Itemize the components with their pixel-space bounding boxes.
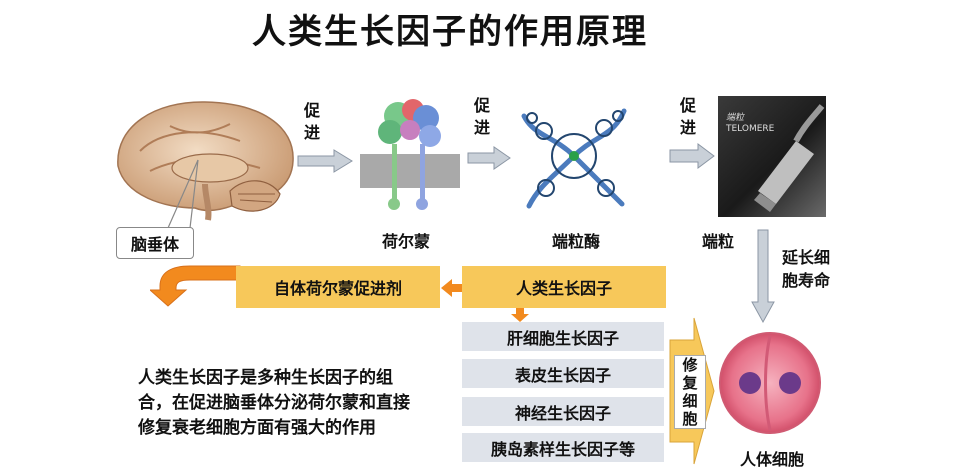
promote-label-3: 促进 (679, 96, 696, 137)
telomerase-image (521, 108, 627, 209)
human-growth-factor-box: 人类生长因子 (462, 266, 666, 308)
self-hormone-promoter-box: 自体荷尔蒙促进剂 (236, 266, 440, 308)
human-cell-image (719, 332, 821, 434)
description-text: 人类生长因子是多种生长因子的组合，在促进脑垂体分泌荷尔蒙和直接修复衰老细胞方面有… (138, 368, 410, 438)
promote-arrow-1 (297, 149, 353, 173)
telomere-image-en: TELOMERE (726, 124, 775, 134)
growth-factor-item-3: 神经生长因子 (462, 397, 664, 426)
repair-label: 修复细胞 (682, 356, 698, 428)
hormone-receptor-image (360, 99, 460, 210)
hormone-label: 荷尔蒙 (382, 232, 431, 251)
promote-label-2: 促进 (473, 96, 490, 137)
pituitary-box: 脑垂体 (116, 227, 194, 259)
extend-life-label: 延长细胞寿命 (782, 248, 831, 290)
telomere-label: 端粒 (702, 232, 735, 251)
brain-image (117, 101, 294, 221)
extend-arrow-down (751, 229, 775, 324)
growth-factor-item-4: 胰岛素样生长因子等 (462, 433, 664, 462)
human-cell-label: 人体细胞 (740, 450, 805, 469)
telomere-image-zh: 端粒 (726, 113, 745, 123)
growth-factor-item-2: 表皮生长因子 (462, 359, 664, 388)
promote-arrow-2 (467, 146, 511, 170)
promote-arrow-3 (669, 143, 715, 169)
promote-label-1: 促进 (303, 101, 320, 142)
repair-label-box: 修复细胞 (674, 355, 706, 429)
page-title: 人类生长因子的作用原理 (252, 12, 648, 52)
return-arrow (150, 265, 241, 307)
telomere-image: 端粒 TELOMERE (718, 96, 826, 217)
arrow-to-promoter (441, 279, 462, 297)
telomerase-label: 端粒酶 (552, 232, 601, 251)
pituitary-pointer (167, 159, 199, 229)
arrow-to-factors (511, 308, 529, 322)
growth-factor-item-1: 肝细胞生长因子 (462, 322, 664, 351)
